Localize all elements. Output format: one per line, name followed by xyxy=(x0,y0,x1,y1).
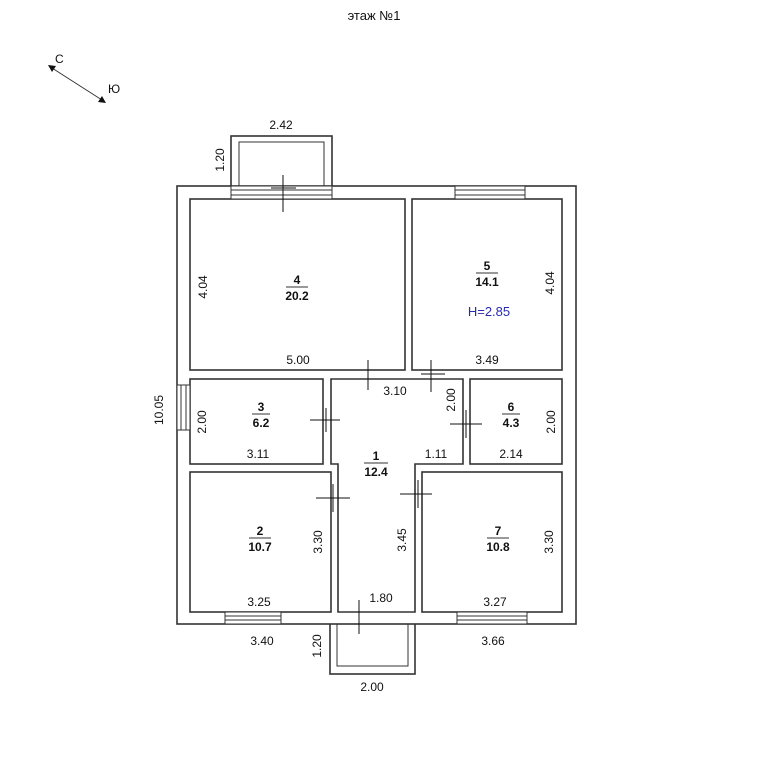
top-balcony xyxy=(230,135,333,189)
room-2-number: 2 xyxy=(257,524,264,538)
dim-outer-right-bottom: 3.66 xyxy=(481,634,505,648)
dim-room3-height: 2.00 xyxy=(195,410,209,434)
room-4-area: 20.2 xyxy=(285,289,309,303)
room-4 xyxy=(189,198,406,371)
room-7-area: 10.8 xyxy=(486,540,510,554)
room-1-area: 12.4 xyxy=(364,465,388,479)
room-6 xyxy=(469,378,563,465)
room-1-number: 1 xyxy=(373,449,380,463)
room-2-area: 10.7 xyxy=(248,540,272,554)
room-3-area: 6.2 xyxy=(253,416,270,430)
ceiling-height-label: H=2.85 xyxy=(468,304,510,319)
dim-room5-width: 3.49 xyxy=(475,353,499,367)
compass: С Ю xyxy=(48,52,120,103)
dim-room7-width: 3.27 xyxy=(483,595,507,609)
dim-outer-left-bottom: 3.40 xyxy=(250,634,274,648)
dim-room6-height: 2.00 xyxy=(544,410,558,434)
dim-room4-width: 5.00 xyxy=(286,353,310,367)
dim-porch-width: 2.00 xyxy=(360,680,384,694)
room-2 xyxy=(189,471,332,613)
plan-title: этаж №1 xyxy=(348,8,401,23)
dim-total-height: 10.05 xyxy=(152,395,166,425)
dim-room5-height: 4.04 xyxy=(543,271,557,295)
dim-corridor-middle: 1.11 xyxy=(425,447,448,461)
dim-corridor-top: 3.10 xyxy=(383,384,407,398)
room-7-number: 7 xyxy=(495,524,502,538)
dim-porch-depth: 1.20 xyxy=(310,634,324,658)
dim-room4-height: 4.04 xyxy=(196,275,210,299)
corridor-room-1 xyxy=(330,378,464,613)
room-5-area: 14.1 xyxy=(475,275,499,289)
doors xyxy=(271,175,482,634)
compass-north-label: С xyxy=(55,52,64,66)
room-6-number: 6 xyxy=(508,400,515,414)
dim-room6-width: 2.14 xyxy=(499,447,523,461)
dim-corridor-lower-height: 3.45 xyxy=(395,528,409,552)
dim-room2-width: 3.25 xyxy=(247,595,271,609)
room-5 xyxy=(411,198,563,371)
dim-corridor-bottom: 1.80 xyxy=(369,591,393,605)
dim-corridor-right-height: 2.00 xyxy=(444,388,458,412)
room-6-area: 4.3 xyxy=(503,416,520,430)
compass-south-label: Ю xyxy=(108,82,120,96)
dim-balcony-top-depth: 1.20 xyxy=(213,148,227,172)
room-4-number: 4 xyxy=(294,273,301,287)
room-5-number: 5 xyxy=(484,259,491,273)
windows xyxy=(176,185,528,625)
dim-room2-height: 3.30 xyxy=(311,530,325,554)
dimension-labels: 2.42 1.20 4.04 5.00 3.49 4.04 10.05 2.00… xyxy=(152,118,558,694)
dim-room7-height: 3.30 xyxy=(542,530,556,554)
bottom-porch xyxy=(329,621,416,675)
dim-balcony-top-width: 2.42 xyxy=(269,118,293,132)
dim-room3-width: 3.11 xyxy=(247,447,270,461)
room-3-number: 3 xyxy=(258,400,265,414)
room-labels: 4 20.2 5 14.1 H=2.85 3 6.2 6 4.3 1 12.4 … xyxy=(248,259,520,554)
